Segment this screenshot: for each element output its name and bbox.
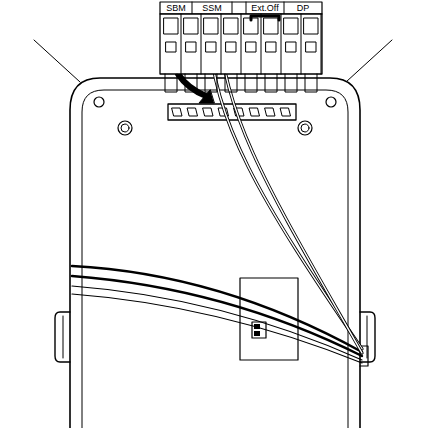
wire — [209, 28, 362, 349]
switch-panel — [240, 278, 298, 360]
dip-switch — [252, 322, 266, 338]
terminal-label: DP — [296, 3, 311, 13]
terminal-label: SBM — [165, 3, 187, 13]
wire — [72, 286, 362, 360]
terminal-label: SSM — [201, 3, 223, 13]
terminal-socket — [168, 104, 296, 120]
housing-lug — [55, 312, 70, 362]
guide-line — [346, 40, 392, 82]
terminal-plug — [160, 14, 322, 74]
label-strip — [160, 2, 322, 14]
terminal-label: Ext.Off — [250, 3, 279, 13]
housing-outline — [70, 78, 360, 428]
screw — [118, 121, 132, 135]
guide-line — [34, 40, 80, 82]
wire — [219, 28, 362, 353]
wire — [72, 294, 362, 363]
jumper — [251, 16, 279, 20]
insert-arrow — [178, 74, 206, 96]
wire — [72, 276, 362, 356]
corner-hole — [94, 97, 104, 107]
screw — [298, 121, 312, 135]
corner-hole — [326, 97, 336, 107]
